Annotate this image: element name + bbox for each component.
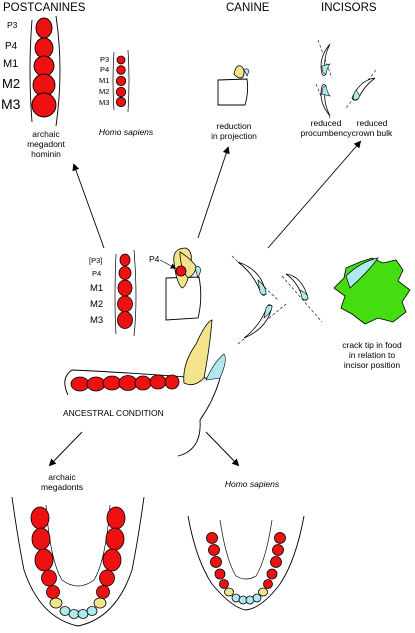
food-chunk — [333, 257, 411, 325]
arrows-up — [72, 140, 362, 249]
megadont-tooth-row — [29, 15, 61, 127]
label-m1-mid: M1 — [90, 283, 103, 294]
caption-archaic-1: archaic — [48, 472, 76, 482]
label-p4-mid: P4 — [92, 269, 101, 278]
label-p4-top: P4 — [5, 41, 18, 52]
caption-procumbency-2: procumbency — [300, 128, 352, 138]
label-p4-pointer: P4 — [149, 254, 160, 264]
caption-crown-1: reduced — [357, 118, 388, 128]
caption-megadont-3: hominin — [31, 149, 61, 159]
caption-crack-1: crack tip in food — [342, 340, 402, 350]
label-p4-homo: P4 — [100, 65, 109, 74]
label-m1-top: M1 — [3, 58, 18, 70]
ancestral-tooth-row — [114, 249, 137, 337]
ancestral-mandible — [64, 319, 226, 457]
label-m2-top: M2 — [2, 76, 20, 91]
header-postcanines: POSTCANINES — [3, 2, 86, 14]
caption-crack-2: in relation to — [349, 350, 396, 360]
ancestral-incisors — [231, 255, 323, 345]
label-m2-mid: M2 — [90, 299, 103, 310]
label-m3-top: M3 — [1, 96, 21, 112]
archaic-megadont-arcade — [11, 496, 145, 627]
caption-crown-2: crown bulk — [352, 128, 393, 138]
reduced-crown-bulk-incisor — [345, 69, 377, 109]
caption-megadont-1: archaic — [32, 129, 60, 139]
label-m3-homo: M3 — [99, 98, 109, 107]
caption-procumbency-1: reduced — [311, 118, 342, 128]
caption-canine-1: reduction — [217, 121, 252, 131]
arrows-down — [48, 431, 240, 467]
reduced-canine-jaw — [217, 65, 250, 106]
label-m1-homo: M1 — [99, 76, 109, 85]
caption-megadont-2: megadont — [27, 139, 65, 149]
label-p3-homo: P3 — [100, 55, 109, 64]
caption-crack-3: incisor position — [344, 360, 400, 370]
caption-homo-top: Homo sapiens — [99, 127, 154, 137]
label-m2-homo: M2 — [99, 87, 109, 96]
caption-canine-2: in projection — [211, 131, 257, 141]
label-m3-mid: M3 — [90, 315, 103, 326]
header-canine: CANINE — [226, 2, 270, 14]
label-p3-bracket: [P3] — [89, 256, 102, 265]
caption-ancestral: ANCESTRAL CONDITION — [63, 408, 164, 418]
caption-homo-bottom: Homo sapiens — [225, 479, 280, 489]
ancestral-canine-jaw — [159, 247, 202, 321]
reduced-procumbency-incisors — [315, 39, 333, 119]
label-p3-top: P3 — [7, 20, 18, 30]
homo-sapiens-arcade — [187, 515, 305, 611]
header-incisors: INCISORS — [321, 2, 377, 14]
caption-archaic-2: megadonts — [41, 482, 83, 492]
homo-sapiens-tooth-row — [112, 49, 130, 113]
